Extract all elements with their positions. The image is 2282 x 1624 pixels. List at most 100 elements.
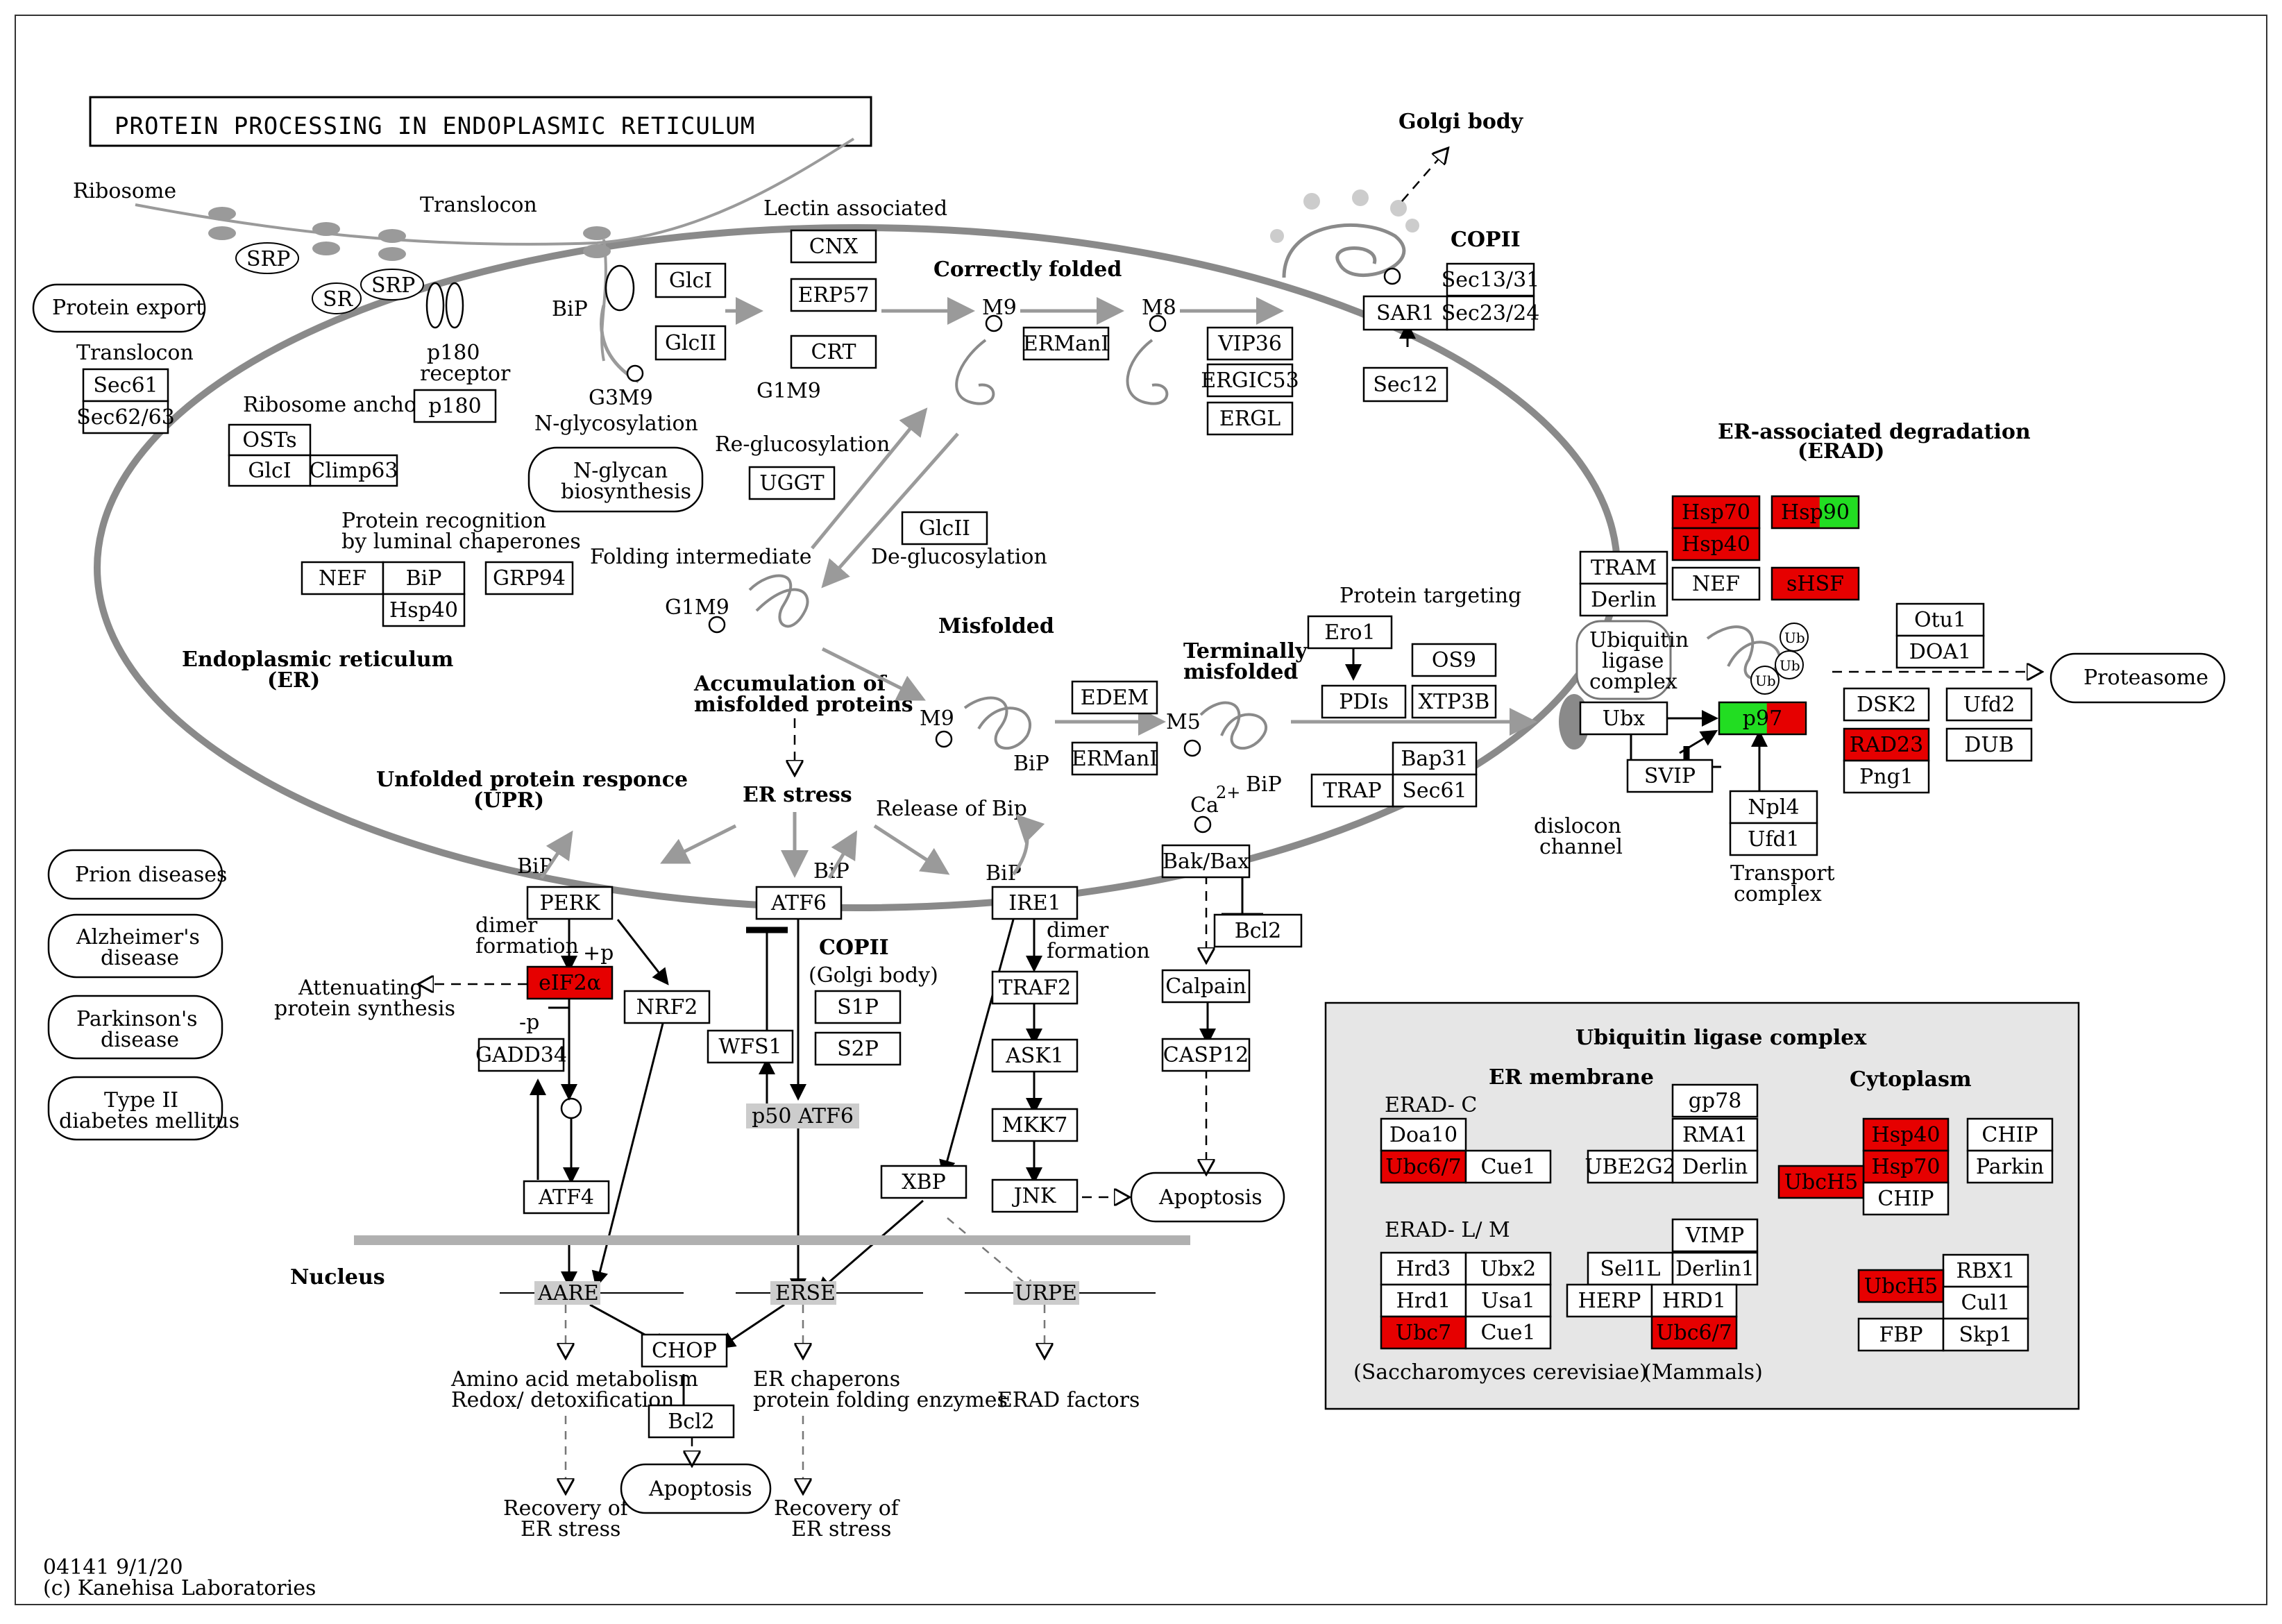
gene-box-sec62[interactable]: Sec62/63 <box>76 400 175 434</box>
gene-box-s2p[interactable]: S2P <box>814 1031 902 1066</box>
nglycan-oval[interactable] <box>527 446 704 513</box>
gene-box-ero1[interactable]: Ero1 <box>1307 615 1393 650</box>
gene-box-hrd1-a[interactable]: Hrd1 <box>1380 1283 1467 1318</box>
gene-box-calpain[interactable]: Calpain <box>1161 969 1251 1004</box>
gene-box-jnk[interactable]: JNK <box>991 1178 1079 1213</box>
gene-box-dub[interactable]: DUB <box>1945 727 2033 762</box>
gene-box-eif2a[interactable]: eIF2α <box>526 965 614 1000</box>
gene-box-ube2g2[interactable]: UBE2G2 <box>1584 1149 1676 1184</box>
gene-box-otu1[interactable]: Otu1 <box>1895 602 1985 637</box>
gene-box-p50atf6[interactable]: p50 ATF6 <box>746 1103 859 1128</box>
gene-box-derlin1[interactable]: Derlin1 <box>1671 1251 1759 1286</box>
gene-box-bcl2-a[interactable]: Bcl2 <box>1213 913 1303 948</box>
gene-box-hsp90[interactable]: Hsp90 <box>1770 495 1860 530</box>
gene-box-cue1-a[interactable]: Cue1 <box>1464 1149 1552 1184</box>
gene-box-atf4[interactable]: ATF4 <box>523 1180 610 1215</box>
gene-box-derlin[interactable]: Derlin <box>1579 582 1668 617</box>
gene-box-ergl[interactable]: ERGL <box>1206 401 1294 436</box>
gene-box-sec12[interactable]: Sec12 <box>1362 366 1448 403</box>
parkinson-oval[interactable] <box>47 995 223 1060</box>
gene-box-usa1[interactable]: Usa1 <box>1464 1283 1552 1318</box>
gene-box-nef-b[interactable]: NEF <box>1671 566 1761 601</box>
gene-box-ubc7[interactable]: Ubc7 <box>1380 1315 1467 1350</box>
gene-box-shsf[interactable]: sHSF <box>1770 566 1860 601</box>
gene-box-tram[interactable]: TRAM <box>1579 550 1668 585</box>
gene-box-derlin-b[interactable]: Derlin <box>1671 1149 1759 1184</box>
gene-box-glcii-a[interactable]: GlcII <box>654 325 727 361</box>
gene-box-s1p[interactable]: S1P <box>814 990 902 1024</box>
gene-box-nrf2[interactable]: NRF2 <box>623 990 711 1024</box>
t2d-oval[interactable] <box>47 1076 223 1141</box>
gene-box-uggt[interactable]: UGGT <box>748 466 836 500</box>
gene-box-ufd1[interactable]: Ufd1 <box>1729 822 1818 856</box>
gene-box-xbp[interactable]: XBP <box>880 1165 967 1199</box>
gene-box-vip36[interactable]: VIP36 <box>1206 326 1294 361</box>
gene-box-glci-a[interactable]: GlcI <box>228 454 312 487</box>
gene-box-chop[interactable]: CHOP <box>641 1333 728 1368</box>
gene-box-skp1[interactable]: Skp1 <box>1942 1317 2029 1352</box>
gene-box-perk[interactable]: PERK <box>526 886 614 920</box>
gene-box-grp94[interactable]: GRP94 <box>484 561 574 595</box>
gene-box-sec61[interactable]: Sec61 <box>82 368 169 403</box>
gene-box-bip[interactable]: BiP <box>382 561 466 595</box>
gene-box-svip[interactable]: SVIP <box>1626 759 1714 793</box>
gene-box-sec2324[interactable]: Sec23/24 <box>1442 295 1540 331</box>
gene-box-xtp3b[interactable]: XTP3B <box>1411 684 1497 719</box>
gene-box-p180[interactable]: p180 <box>413 389 497 423</box>
gene-box-doa10[interactable]: Doa10 <box>1380 1117 1467 1152</box>
gene-box-hrd1-b[interactable]: HRD1 <box>1650 1283 1738 1318</box>
gene-box-glci-b[interactable]: GlcI <box>654 262 727 298</box>
gene-box-chip-a[interactable]: CHIP <box>1862 1181 1950 1216</box>
gene-box-sel1l[interactable]: Sel1L <box>1587 1251 1674 1286</box>
gene-box-cul1[interactable]: Cul1 <box>1942 1285 2029 1320</box>
gene-box-mkk7[interactable]: MKK7 <box>991 1108 1079 1142</box>
gene-box-rma1[interactable]: RMA1 <box>1671 1117 1759 1152</box>
gene-box-hsp70-b[interactable]: Hsp70 <box>1862 1149 1950 1184</box>
gene-box-ubx2[interactable]: Ubx2 <box>1464 1251 1552 1286</box>
gene-box-hsp40-c[interactable]: Hsp40 <box>1862 1117 1950 1152</box>
gene-box-ufd2[interactable]: Ufd2 <box>1945 687 2033 722</box>
gene-box-glcii-b[interactable]: GlcII <box>901 511 988 545</box>
gene-box-hsp40-a[interactable]: Hsp40 <box>382 593 466 627</box>
gene-box-sec61b[interactable]: Sec61 <box>1392 773 1478 808</box>
gene-box-sec1331[interactable]: Sec13/31 <box>1442 262 1540 297</box>
gene-box-p97[interactable]: p97 <box>1718 701 1807 736</box>
gene-box-fbp[interactable]: FBP <box>1857 1317 1945 1352</box>
gene-box-nef-a[interactable]: NEF <box>301 561 384 595</box>
gene-box-hsp70[interactable]: Hsp70 <box>1671 495 1761 530</box>
gene-box-casp12[interactable]: CASP12 <box>1161 1038 1251 1072</box>
gene-box-traf2[interactable]: TRAF2 <box>991 970 1079 1005</box>
proteasome-oval[interactable] <box>2049 652 2226 704</box>
gene-box-ermani-a[interactable]: ERManI <box>1022 326 1110 361</box>
gene-box-trap[interactable]: TRAP <box>1310 773 1394 808</box>
gene-box-vimp[interactable]: VIMP <box>1671 1218 1759 1253</box>
gene-box-npl4[interactable]: Npl4 <box>1729 790 1818 824</box>
gene-box-ubc67-a[interactable]: Ubc6/7 <box>1380 1149 1467 1184</box>
prion-oval[interactable] <box>47 849 223 900</box>
gene-box-ubch5-b[interactable]: UbcH5 <box>1857 1269 1945 1303</box>
gene-box-sar1[interactable]: SAR1 <box>1362 295 1448 331</box>
gene-box-ire1[interactable]: IRE1 <box>991 886 1079 920</box>
gene-box-hsp40-b[interactable]: Hsp40 <box>1671 527 1761 561</box>
gene-box-ergic53[interactable]: ERGIC53 <box>1201 363 1299 398</box>
protein-export-oval[interactable] <box>32 283 206 333</box>
gene-box-gp78[interactable]: gp78 <box>1671 1083 1759 1118</box>
gene-box-atf6[interactable]: ATF6 <box>755 886 843 920</box>
gene-box-ubch5-a[interactable]: UbcH5 <box>1777 1165 1865 1199</box>
gene-box-edem[interactable]: EDEM <box>1071 680 1158 715</box>
gene-box-climp63[interactable]: Climp63 <box>310 454 398 487</box>
gene-box-bakbax[interactable]: Bak/Bax <box>1161 844 1251 879</box>
gene-box-rbx1[interactable]: RBX1 <box>1942 1253 2029 1288</box>
gene-box-ermani-b[interactable]: ERManI <box>1071 741 1158 776</box>
gene-box-parkin[interactable]: Parkin <box>1966 1149 2054 1184</box>
gene-box-wfs1[interactable]: WFS1 <box>707 1029 794 1064</box>
gene-box-bap31[interactable]: Bap31 <box>1392 741 1478 776</box>
alzheimer-oval[interactable] <box>47 913 223 979</box>
gene-box-erp57[interactable]: ERP57 <box>790 278 877 312</box>
gene-box-dsk2[interactable]: DSK2 <box>1843 687 1930 722</box>
gene-box-osts[interactable]: OSTs <box>228 423 312 457</box>
gene-box-os9[interactable]: OS9 <box>1411 643 1497 677</box>
gene-box-hrd3[interactable]: Hrd3 <box>1380 1251 1467 1286</box>
gene-box-herp[interactable]: HERP <box>1566 1283 1653 1318</box>
gene-box-cnx[interactable]: CNX <box>790 229 877 264</box>
